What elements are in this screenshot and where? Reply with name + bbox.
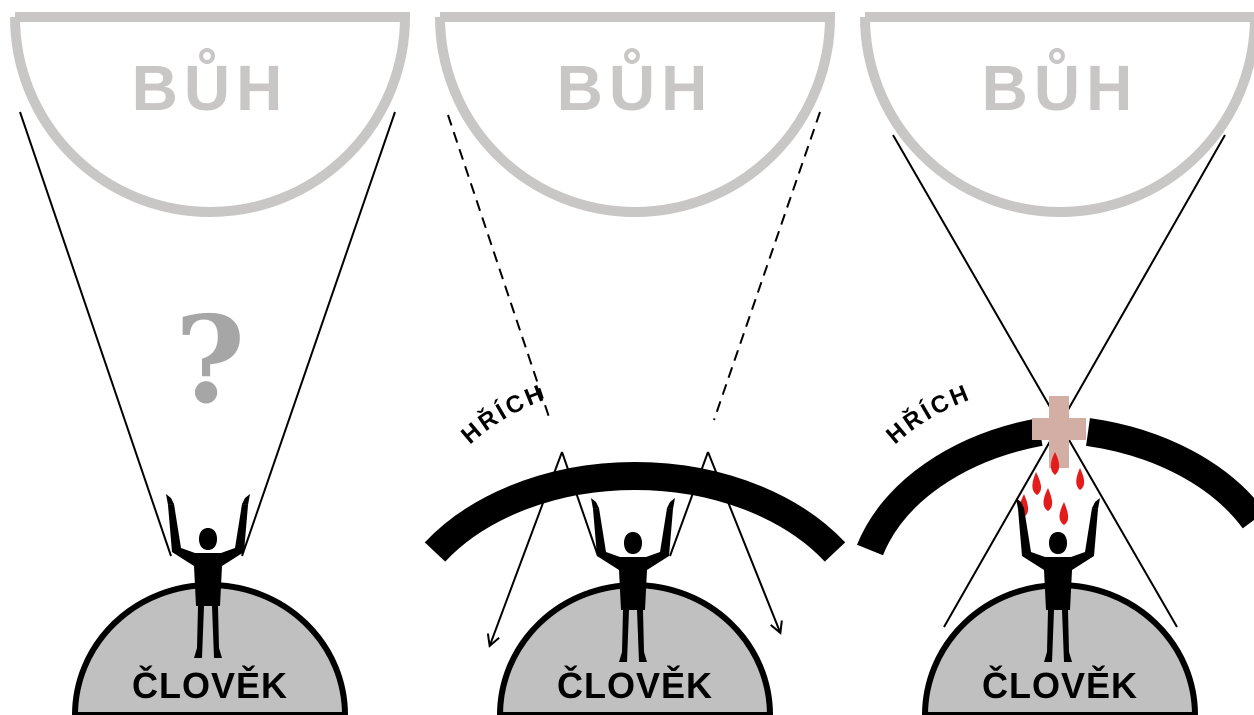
man-label: ČLOVĚK [557,664,713,706]
sin-band-right [1088,432,1254,520]
panel-1: BŮH ? ČLOVĚK [15,17,405,715]
panel-2: BŮH HŘÍCH ČLOVĚK [435,17,835,715]
god-label: BŮH [132,47,289,124]
god-label: BŮH [557,47,714,124]
man-label: ČLOVĚK [982,664,1138,706]
sin-label: HŘÍCH [456,379,550,449]
deflected-arrow-right [708,452,780,632]
man-label: ČLOVĚK [132,664,288,706]
sin-label: HŘÍCH [881,379,975,449]
blood-drops-icon [1020,452,1085,525]
god-label: BŮH [982,47,1139,124]
question-mark: ? [175,290,245,431]
sin-band-left [870,432,1040,550]
panel-3: BŮH HŘÍCH ČLOVĚK [865,17,1254,715]
